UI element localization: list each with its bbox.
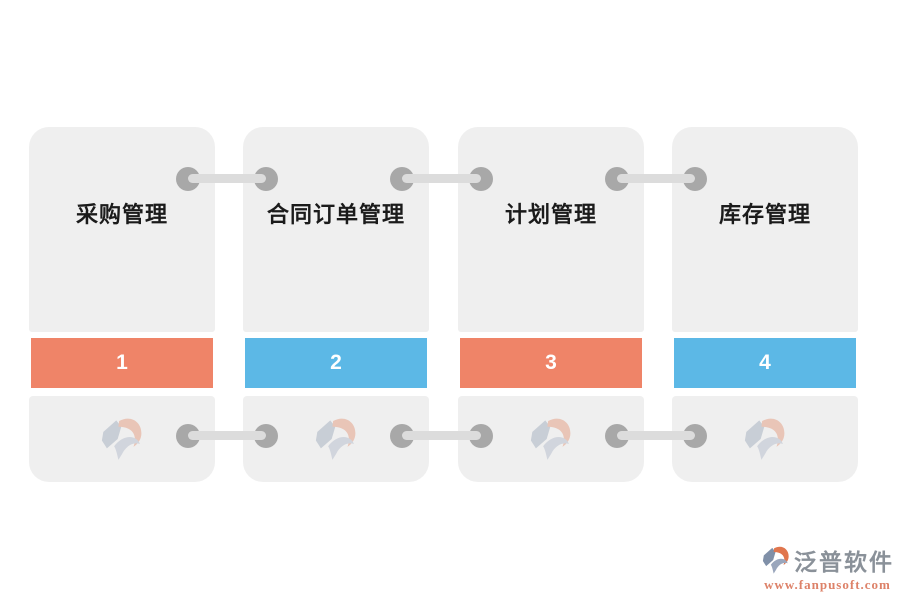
- card-procurement: 采购管理 1: [29, 0, 215, 600]
- step-number-bar: 3: [460, 338, 642, 388]
- fanpu-logo-watermark-icon: [99, 416, 145, 462]
- card-contract-order: 合同订单管理 2: [243, 0, 429, 600]
- connector-line: [617, 174, 695, 183]
- connector-line: [188, 431, 266, 440]
- fanpu-logo-watermark-icon: [528, 416, 574, 462]
- fanpu-logo-watermark-icon: [742, 416, 788, 462]
- connector-line: [617, 431, 695, 440]
- card-title: 计划管理: [504, 202, 597, 227]
- step-number-bar: 2: [245, 338, 427, 388]
- fanpu-logo-icon: [761, 545, 791, 575]
- step-number: 2: [330, 351, 342, 374]
- card-main-panel: 库存管理: [672, 127, 858, 332]
- card-main-panel: 合同订单管理: [243, 127, 429, 332]
- brand-url: www.fanpusoft.com: [764, 577, 891, 592]
- card-title: 合同订单管理: [266, 202, 405, 227]
- brand-footer: 泛普软件 www.fanpusoft.com: [761, 543, 894, 593]
- step-number: 3: [545, 351, 557, 374]
- step-number: 4: [759, 351, 771, 374]
- fanpu-logo-watermark-icon: [313, 416, 359, 462]
- step-number-bar: 4: [674, 338, 856, 388]
- connector-line: [188, 174, 266, 183]
- card-title: 采购管理: [75, 202, 168, 227]
- card-title: 库存管理: [718, 202, 811, 227]
- connector-line: [402, 174, 481, 183]
- brand-name: 泛普软件: [794, 549, 894, 575]
- step-number-bar: 1: [31, 338, 213, 388]
- step-number: 1: [116, 351, 128, 374]
- card-inventory: 库存管理 4: [672, 0, 858, 600]
- card-main-panel: 计划管理: [458, 127, 644, 332]
- card-planning: 计划管理 3: [458, 0, 644, 600]
- card-main-panel: 采购管理: [29, 127, 215, 332]
- connector-line: [402, 431, 481, 440]
